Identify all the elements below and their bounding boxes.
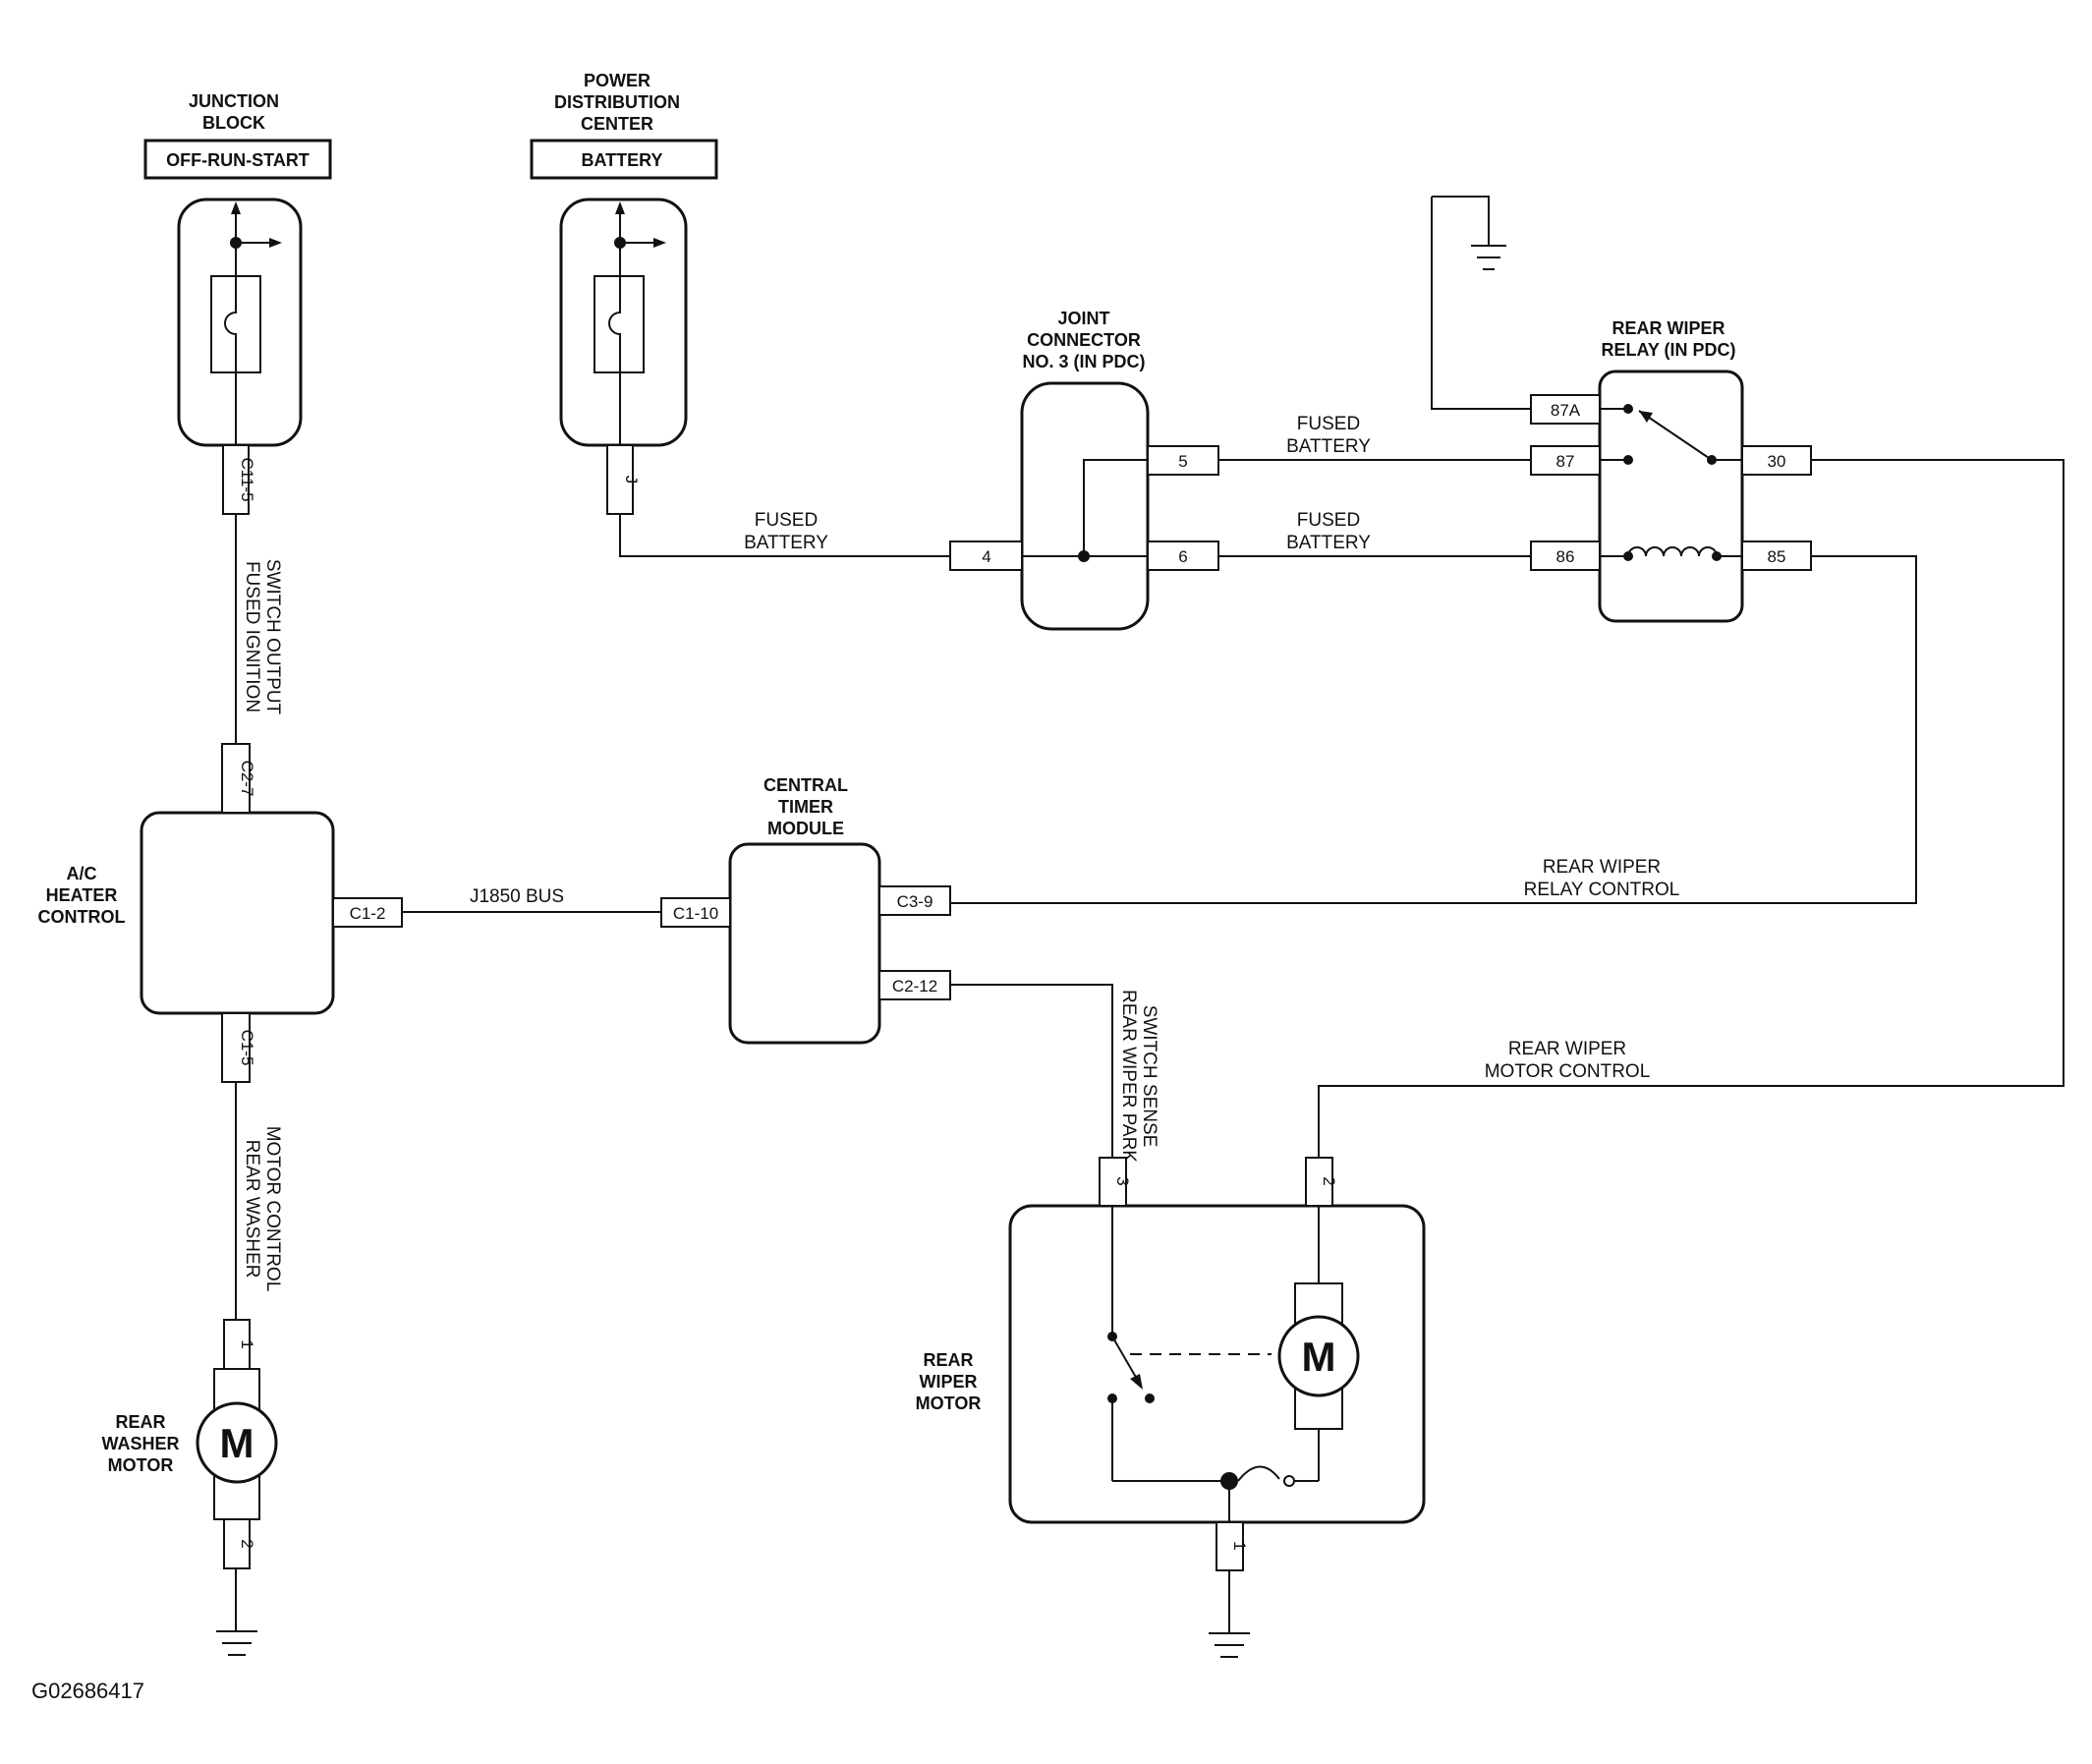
ctm-pin-c1-10: C1-10 xyxy=(673,904,718,923)
joint-connector-title-2: CONNECTOR xyxy=(1027,330,1141,350)
wire-j1850-label: J1850 BUS xyxy=(470,886,564,907)
joint-connector-pin-4: 4 xyxy=(982,547,990,566)
joint-connector-title-3: NO. 3 (IN PDC) xyxy=(1022,352,1145,371)
junction-block: JUNCTION BLOCK OFF-RUN-START C11-5 xyxy=(143,91,332,515)
rear-wiper-motor: REAR WIPER MOTOR 3 2 M 1 xyxy=(916,1157,1426,1658)
wire-relay-control-label-2: RELAY CONTROL xyxy=(1524,880,1680,900)
central-timer-module: CENTRAL TIMER MODULE C1-10 C3-9 C2-12 xyxy=(660,775,951,1045)
pdc-title-3: CENTER xyxy=(581,114,653,134)
wiper-motor-symbol: M xyxy=(1302,1334,1336,1380)
wire-rear-wiper-relay-control xyxy=(950,555,1917,904)
junction-block-connector-label: C11-5 xyxy=(238,457,256,501)
ac-heater-title-3: CONTROL xyxy=(38,907,126,927)
pdc-fuse-icon xyxy=(608,276,621,372)
wire-park-switch-sense xyxy=(950,984,1113,1158)
washer-motor-pin-1: 1 xyxy=(238,1339,256,1348)
ac-heater-title-2: HEATER xyxy=(46,885,118,905)
wire-fused-battery-label-1b: BATTERY xyxy=(744,533,828,553)
ac-heater-control: A/C HEATER CONTROL C2-7 C1-2 C1-5 xyxy=(38,743,403,1083)
relay-ground xyxy=(1431,196,1531,410)
wiper-motor-icon xyxy=(1277,1315,1360,1397)
washer-motor-title-3: MOTOR xyxy=(108,1455,174,1475)
pdc-arrow-right-icon xyxy=(653,238,666,248)
wiper-motor-body xyxy=(1008,1204,1426,1524)
pdc-connector-label: J xyxy=(622,476,641,484)
joint-connector-title-1: JOINT xyxy=(1057,309,1109,328)
wire-park-label-2: SWITCH SENSE xyxy=(1139,1005,1159,1148)
wire-fused-battery-label-2b: BATTERY xyxy=(1286,436,1371,457)
pdc-title-2: DISTRIBUTION xyxy=(554,92,680,112)
washer-motor-title-2: WASHER xyxy=(101,1434,179,1453)
relay-title-2: RELAY (IN PDC) xyxy=(1601,340,1735,360)
wiper-motor-title-2: WIPER xyxy=(919,1372,977,1392)
pdc-circuit-label: BATTERY xyxy=(582,150,663,170)
relay-pin-87: 87 xyxy=(1556,452,1575,471)
junction-block-title-2: BLOCK xyxy=(202,113,265,133)
ctm-body xyxy=(728,842,881,1045)
junction-block-arrow-right-icon xyxy=(269,238,282,248)
wire-fused-battery-label-3b: BATTERY xyxy=(1286,533,1371,553)
relay-pin-87a: 87A xyxy=(1551,401,1581,420)
wire-fused-ignition-label-2: SWITCH OUTPUT xyxy=(262,559,283,715)
wire-fused-ignition-label-1: FUSED IGNITION xyxy=(242,561,262,712)
ac-heater-body xyxy=(140,811,335,1015)
junction-block-circuit-label: OFF-RUN-START xyxy=(166,150,310,170)
wiper-motor-pin-1: 1 xyxy=(1230,1541,1249,1550)
ctm-title-2: TIMER xyxy=(778,797,833,817)
junction-block-circuit-box xyxy=(143,139,332,180)
joint-connector: JOINT CONNECTOR NO. 3 (IN PDC) 4 5 6 xyxy=(949,309,1219,631)
relay-coil-icon xyxy=(1627,546,1718,557)
wire-rear-wiper-motor-control xyxy=(1318,459,2064,1158)
wire-washer-control-label-1: REAR WASHER xyxy=(242,1140,262,1279)
washer-motor-icon xyxy=(196,1401,278,1484)
junction-block-arrow-up-icon xyxy=(231,201,241,214)
joint-connector-splice-dot xyxy=(1078,550,1090,562)
wiper-motor-pin-2: 2 xyxy=(1320,1176,1338,1185)
pdc-connector xyxy=(606,444,634,515)
power-distribution-center: POWER DISTRIBUTION CENTER BATTERY J xyxy=(530,71,718,515)
relay-body xyxy=(1598,370,1744,623)
junction-block-title-1: JUNCTION xyxy=(189,91,279,111)
joint-connector-pin-5: 5 xyxy=(1178,452,1187,471)
pdc-arrow-up-icon xyxy=(615,201,625,214)
relay-pin-30: 30 xyxy=(1768,452,1786,471)
wire-relay-control-label-1: REAR WIPER xyxy=(1543,857,1661,878)
ctm-title-3: MODULE xyxy=(767,819,844,838)
junction-block-connector xyxy=(222,444,250,515)
joint-connector-pin-6: 6 xyxy=(1178,547,1187,566)
wire-motor-control-label-2: MOTOR CONTROL xyxy=(1485,1061,1651,1082)
wire-fused-battery-label-2a: FUSED xyxy=(1297,414,1360,434)
washer-motor-pin-2: 2 xyxy=(238,1539,256,1548)
wire-fused-battery-pdc xyxy=(619,514,950,557)
wire-fused-battery-label-3a: FUSED xyxy=(1297,510,1360,531)
wiper-motor-title-1: REAR xyxy=(923,1350,973,1370)
washer-motor-symbol: M xyxy=(220,1420,254,1466)
ac-heater-title-1: A/C xyxy=(67,864,97,883)
rear-wiper-relay: REAR WIPER RELAY (IN PDC) 87A 87 86 30 8… xyxy=(1530,318,1812,623)
ac-heater-pin-c2-7: C2-7 xyxy=(238,761,256,797)
wire-washer-control-label-2: MOTOR CONTROL xyxy=(262,1126,283,1292)
figure-id: G02686417 xyxy=(31,1679,144,1703)
ctm-title-1: CENTRAL xyxy=(763,775,848,795)
ac-heater-pin-c1-5: C1-5 xyxy=(238,1030,256,1066)
wiper-motor-pin-3: 3 xyxy=(1113,1176,1132,1185)
relay-pin-85: 85 xyxy=(1768,547,1786,566)
ctm-pin-c2-12: C2-12 xyxy=(892,977,937,996)
junction-block-fuse-icon xyxy=(224,276,237,372)
ctm-pin-c3-9: C3-9 xyxy=(897,892,933,911)
pdc-title-1: POWER xyxy=(584,71,650,90)
wire-park-label-1: REAR WIPER PARK xyxy=(1118,990,1139,1163)
pdc-circuit-box xyxy=(530,139,718,180)
relay-title-1: REAR WIPER xyxy=(1611,318,1724,338)
rear-washer-motor: REAR WASHER MOTOR 1 M 2 xyxy=(101,1319,278,1656)
ac-heater-pin-c1-2: C1-2 xyxy=(350,904,386,923)
wire-motor-control-label-1: REAR WIPER xyxy=(1508,1039,1626,1059)
relay-switch-arm xyxy=(1638,410,1713,461)
wire-fused-battery-label-1a: FUSED xyxy=(755,510,818,531)
relay-pin-86: 86 xyxy=(1556,547,1575,566)
wiper-motor-title-3: MOTOR xyxy=(916,1394,982,1413)
washer-motor-title-1: REAR xyxy=(115,1412,165,1432)
